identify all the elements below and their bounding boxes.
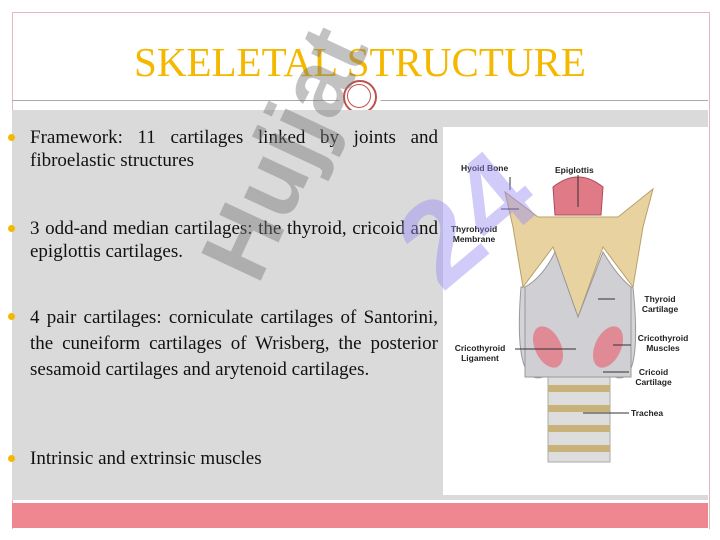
label-epiglottis: Epiglottis	[555, 165, 594, 175]
divider-circle-ornament	[343, 80, 377, 114]
label-cricothyroid-muscles: Cricothyroid Muscles	[637, 333, 689, 353]
label-thyrohyoid-membrane: Thyrohyoid Membrane	[450, 224, 498, 244]
larynx-illustration: Hyoid Bone Epiglottis Thyrohyoid Membran…	[443, 127, 708, 495]
label-hyoid-bone: Hyoid Bone	[461, 163, 509, 173]
label-thyroid-cartilage: Thyroid Cartilage	[641, 294, 679, 314]
label-cricoid-cartilage: Cricoid Cartilage	[635, 367, 672, 387]
larynx-drawing	[501, 175, 654, 463]
bullet-item: Framework: 11 cartilages linked by joint…	[8, 126, 438, 172]
bullet-item: 3 odd-and median cartilages: the thyroid…	[8, 217, 438, 263]
label-cricothyroid-ligament: Cricothyroid Ligament	[454, 343, 506, 363]
bullet-item: Intrinsic and extrinsic muscles	[8, 447, 438, 470]
slide-title: SKELETAL STRUCTURE	[134, 39, 586, 85]
label-trachea: Trachea	[631, 408, 664, 418]
footer-bar	[12, 503, 708, 528]
bullet-item: 4 pair cartilages: corniculate cartilage…	[8, 305, 438, 383]
